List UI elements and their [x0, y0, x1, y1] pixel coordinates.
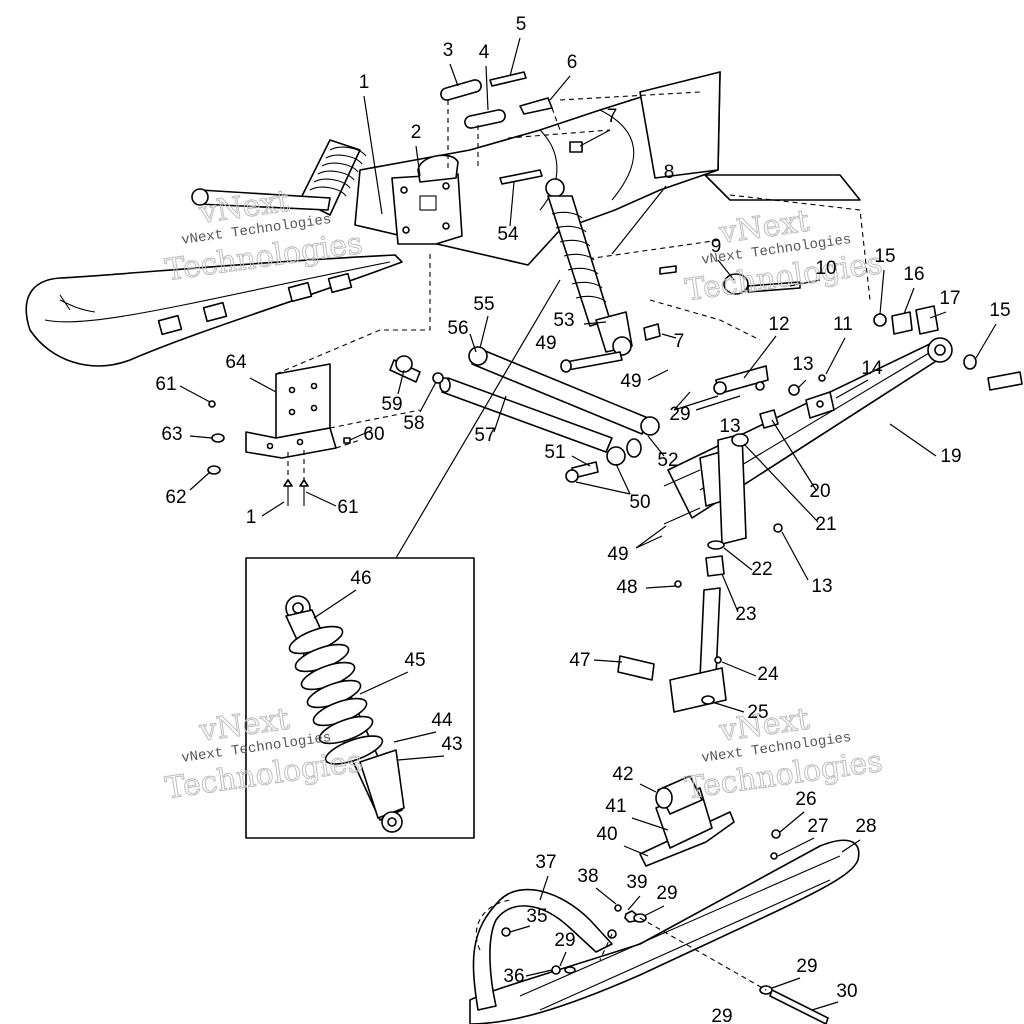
leader-lines: [179, 37, 997, 1011]
part-callout-c49b: 49: [620, 371, 641, 392]
part-callout-c6: 6: [567, 52, 578, 73]
part-callout-c26: 26: [795, 789, 816, 810]
part-callout-c59: 59: [381, 394, 402, 415]
part-callout-c60: 60: [363, 424, 384, 445]
part-callout-c40: 40: [596, 824, 617, 845]
part-callout-c27: 27: [807, 816, 828, 837]
part-callout-c7b: 7: [674, 331, 685, 352]
left-fasteners: [207, 400, 351, 506]
part-callout-c5: 5: [516, 14, 527, 35]
spindle-assembly: [617, 433, 783, 713]
part-callout-c57: 57: [474, 425, 495, 446]
part-callout-c61a: 61: [155, 374, 176, 395]
part-callout-c50: 50: [629, 492, 650, 513]
part-callout-c43: 43: [441, 734, 462, 755]
radius-rods: [389, 346, 660, 453]
part-callout-c35: 35: [526, 906, 547, 927]
part-callout-c4: 4: [479, 42, 490, 63]
part-callout-c3: 3: [443, 40, 454, 61]
part-callout-c20: 20: [809, 481, 830, 502]
part-callout-c61b: 61: [337, 497, 358, 518]
part-callout-c49a: 49: [607, 544, 628, 565]
part-callout-c44: 44: [431, 710, 453, 731]
part-callout-c11: 11: [833, 314, 853, 335]
part-callout-c2: 2: [411, 122, 422, 143]
part-callout-c21: 21: [815, 514, 836, 535]
part-callout-c19: 19: [940, 446, 961, 467]
part-callout-c13c: 13: [811, 576, 832, 597]
part-callout-c10: 10: [815, 258, 836, 279]
part-callout-c29e: 29: [711, 1006, 732, 1024]
part-callout-c15b: 15: [989, 300, 1010, 321]
shock-absorber-detail: [285, 595, 405, 833]
part-callout-c22: 22: [751, 559, 772, 580]
part-callout-c13a: 13: [792, 354, 813, 375]
part-callout-c12: 12: [768, 314, 789, 335]
part-callout-c1b: 1: [246, 507, 257, 528]
part-callout-c36: 36: [503, 966, 524, 987]
part-callout-c15a: 15: [874, 246, 895, 267]
part-callout-c28: 28: [855, 816, 876, 837]
part-callout-c62: 62: [165, 487, 186, 508]
bracket-plate-2: [391, 154, 463, 245]
part-callout-c23: 23: [735, 604, 756, 625]
part-callout-c30: 30: [836, 981, 857, 1002]
part-callout-c7a: 7: [607, 106, 618, 127]
rear-shock-background: [191, 139, 367, 216]
part-callout-c24: 24: [757, 664, 779, 685]
ski-fasteners: [501, 829, 829, 1024]
part-callout-c25: 25: [747, 702, 768, 723]
part-callout-c13b: 13: [719, 416, 740, 437]
part-callout-c29b: 29: [656, 883, 677, 904]
part-callout-c55: 55: [473, 294, 494, 315]
rear-ski-outline: [25, 254, 403, 367]
part-callout-c45: 45: [404, 650, 425, 671]
bushings: [560, 323, 661, 483]
part-callout-c54: 54: [497, 224, 519, 245]
part-callout-c48: 48: [616, 577, 637, 598]
part-callout-c53: 53: [553, 310, 574, 331]
part-callout-c8: 8: [664, 162, 675, 183]
part-callout-c14: 14: [861, 358, 883, 379]
part-callout-c29c: 29: [554, 930, 575, 951]
part-callout-c42: 42: [612, 764, 633, 785]
upper-link-hardware: [440, 71, 583, 185]
part-callout-c52: 52: [657, 450, 678, 471]
part-callout-c49c: 49: [535, 333, 556, 354]
part-callout-c46: 46: [350, 568, 371, 589]
mount-bracket-64: [245, 250, 431, 459]
part-callout-c41: 41: [605, 796, 626, 817]
part-callout-c9: 9: [711, 236, 722, 257]
part-callout-c64: 64: [225, 352, 247, 373]
part-callout-c17: 17: [939, 288, 960, 309]
part-callout-c29a: 29: [669, 404, 690, 425]
part-callout-c58: 58: [403, 413, 424, 434]
ski-saddle: [639, 775, 735, 867]
part-callout-c39: 39: [626, 872, 647, 893]
part-callout-c37: 37: [535, 852, 556, 873]
part-callout-c63: 63: [161, 424, 182, 445]
part-callout-c16: 16: [903, 264, 924, 285]
part-callout-c56: 56: [447, 318, 468, 339]
part-callout-c51: 51: [544, 442, 565, 463]
part-callout-c29d: 29: [796, 956, 817, 977]
part-callout-c38: 38: [577, 866, 598, 887]
part-callout-c1a: 1: [359, 72, 370, 93]
part-callout-c47: 47: [569, 650, 590, 671]
